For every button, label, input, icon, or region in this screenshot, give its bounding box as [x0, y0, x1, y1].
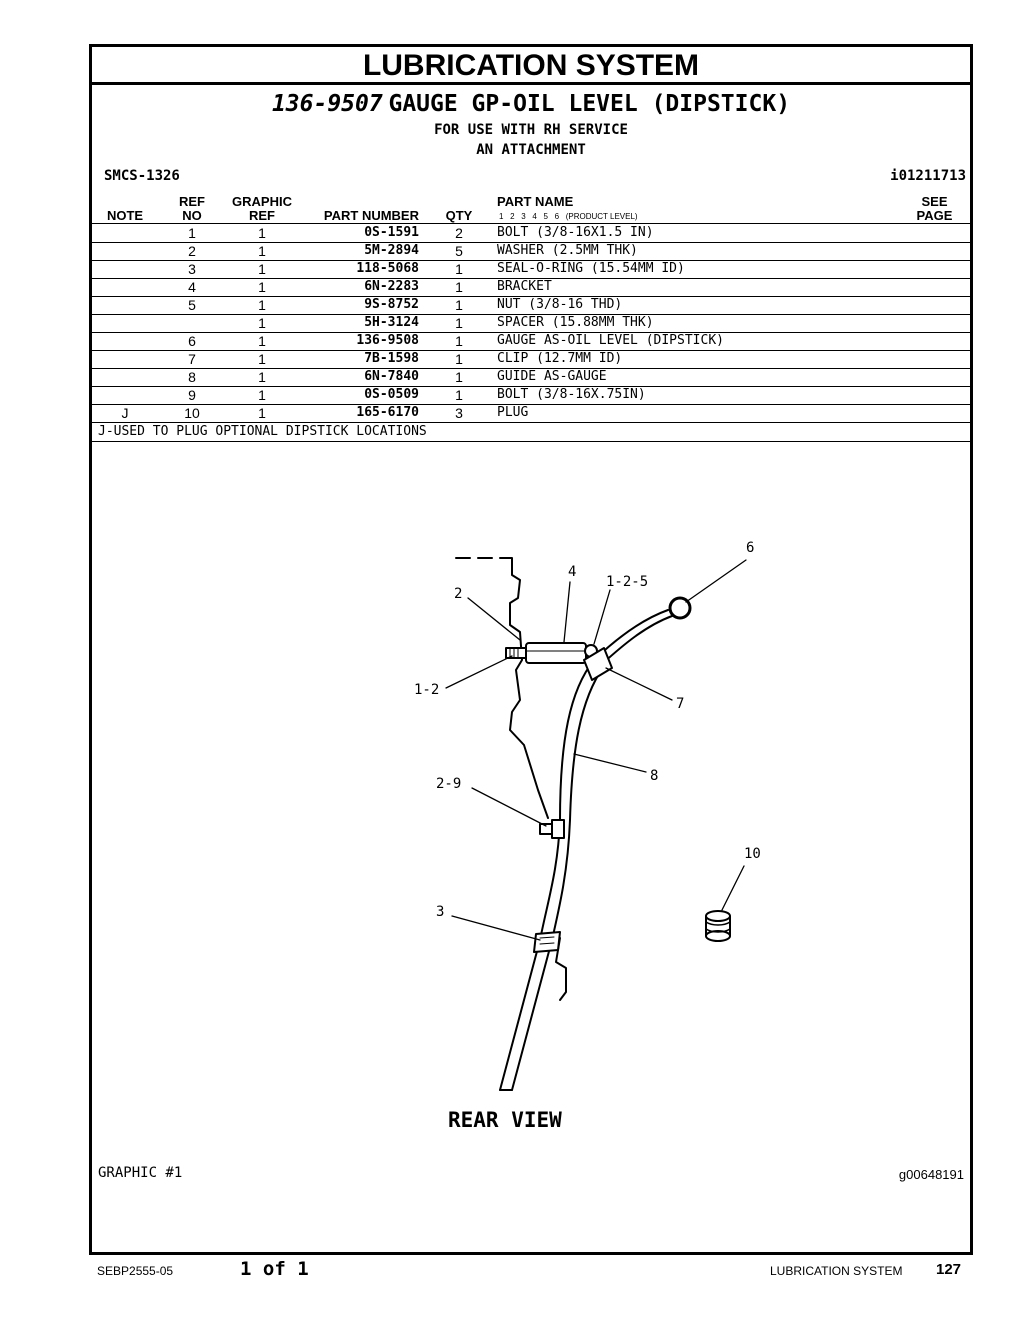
table-row: 8 1 6N-7840 1 GUIDE AS-GAUGE [92, 368, 970, 387]
cell-part-name: BRACKET [497, 279, 552, 294]
table-footnote-row: J-USED TO PLUG OPTIONAL DIPSTICK LOCATIO… [92, 423, 970, 442]
cell-part-name: CLIP (12.7MM ID) [497, 351, 623, 366]
cell-part-number: 118-5068 [356, 261, 419, 276]
cell-graphic-ref: 1 [258, 369, 266, 385]
cell-graphic-ref: 1 [258, 279, 266, 295]
cell-part-number: 165-6170 [356, 405, 419, 420]
cell-ref: 7 [188, 351, 196, 367]
footer-section: LUBRICATION SYSTEM [770, 1264, 903, 1278]
cell-qty: 1 [455, 315, 463, 331]
cell-part-name: GUIDE AS-GAUGE [497, 369, 607, 384]
cell-qty: 1 [455, 333, 463, 349]
table-row: 5 1 9S-8752 1 NUT (3/8-16 THD) [92, 296, 970, 315]
cell-part-name: SEAL-O-RING (15.54MM ID) [497, 261, 685, 276]
header-part-number: PART NUMBER [323, 208, 419, 223]
cell-part-name: NUT (3/8-16 THD) [497, 297, 623, 312]
cell-part-number: 5M-2894 [364, 243, 419, 258]
smcs-code: SMCS-1326 [104, 168, 180, 184]
cell-part-number: 0S-1591 [364, 225, 419, 240]
table-row: 1 5H-3124 1 SPACER (15.88MM THK) [92, 314, 970, 333]
cell-qty: 1 [455, 387, 463, 403]
cell-qty: 2 [455, 225, 463, 241]
cell-qty: 1 [455, 297, 463, 313]
table-header-divider [92, 223, 970, 224]
table-row: 4 1 6N-2283 1 BRACKET [92, 278, 970, 297]
cell-ref: 2 [188, 243, 196, 259]
cell-qty: 3 [455, 405, 463, 421]
table-row: J 10 1 165-6170 3 PLUG [92, 404, 970, 423]
cell-part-number: 136-9508 [356, 333, 419, 348]
cell-ref: 1 [188, 225, 196, 241]
cell-part-number: 9S-8752 [364, 297, 419, 312]
cell-ref: 3 [188, 261, 196, 277]
group-name: GAUGE GP-OIL LEVEL (DIPSTICK) [388, 91, 791, 117]
table-row: 6 1 136-9508 1 GAUGE AS-OIL LEVEL (DIPST… [92, 332, 970, 351]
header-product-level: 1 2 3 4 5 6 (PRODUCT LEVEL) [499, 212, 638, 221]
cell-qty: 1 [455, 279, 463, 295]
page-number: 127 [936, 1261, 962, 1278]
document-id: i01211713 [890, 168, 966, 184]
doc-number: SEBP2555-05 [97, 1264, 174, 1278]
cell-note: J [121, 405, 129, 421]
graphic-label: GRAPHIC #1 [98, 1165, 183, 1181]
cell-graphic-ref: 1 [258, 351, 266, 367]
graphic-id: g00648191 [898, 1167, 964, 1182]
header-see-page-1: SEE [921, 194, 948, 209]
cell-ref: 6 [188, 333, 196, 349]
group-title: 136-9507 GAUGE GP-OIL LEVEL (DIPSTICK) [92, 91, 970, 117]
cell-ref: 10 [184, 405, 200, 421]
cell-ref: 5 [188, 297, 196, 313]
header-see-page-2: PAGE [916, 208, 953, 223]
cell-part-name: BOLT (3/8-16X1.5 IN) [497, 225, 654, 240]
table-row: 2 1 5M-2894 5 WASHER (2.5MM THK) [92, 242, 970, 261]
subtitle-2: AN ATTACHMENT [476, 142, 586, 158]
table-row: 9 1 0S-0509 1 BOLT (3/8-16X.75IN) [92, 386, 970, 405]
cell-graphic-ref: 1 [258, 333, 266, 349]
header-qty: QTY [445, 208, 473, 223]
header-graphic-ref-2: REF [249, 208, 275, 223]
header-ref-2: NO [182, 208, 202, 223]
table-row: 1 1 0S-1591 2 BOLT (3/8-16X1.5 IN) [92, 224, 970, 243]
section-title: LUBRICATION SYSTEM [92, 47, 970, 85]
header-part-name: PART NAME [497, 194, 574, 209]
cell-graphic-ref: 1 [258, 243, 266, 259]
cell-graphic-ref: 1 [258, 261, 266, 277]
cell-part-number: 6N-7840 [364, 369, 419, 384]
header-ref-1: REF [179, 194, 205, 209]
cell-graphic-ref: 1 [258, 225, 266, 241]
subtitle-1: FOR USE WITH RH SERVICE [434, 122, 628, 138]
cell-qty: 1 [455, 369, 463, 385]
cell-part-name: BOLT (3/8-16X.75IN) [497, 387, 646, 402]
group-number: 136-9507 [271, 91, 383, 117]
cell-part-name: PLUG [497, 405, 529, 420]
cell-qty: 1 [455, 261, 463, 277]
cell-graphic-ref: 1 [258, 405, 266, 421]
cell-part-number: 7B-1598 [364, 351, 419, 366]
cell-part-name: SPACER (15.88MM THK) [497, 315, 654, 330]
cell-part-name: WASHER (2.5MM THK) [497, 243, 638, 258]
cell-graphic-ref: 1 [258, 315, 266, 331]
cell-part-name: GAUGE AS-OIL LEVEL (DIPSTICK) [497, 333, 724, 348]
cell-qty: 1 [455, 351, 463, 367]
page-of: 1 of 1 [240, 1258, 309, 1280]
cell-part-number: 6N-2283 [364, 279, 419, 294]
table-row: 3 1 118-5068 1 SEAL-O-RING (15.54MM ID) [92, 260, 970, 279]
cell-graphic-ref: 1 [258, 297, 266, 313]
cell-ref: 8 [188, 369, 196, 385]
cell-ref: 9 [188, 387, 196, 403]
page-frame: LUBRICATION SYSTEM 136-9507 GAUGE GP-OIL… [89, 44, 973, 1255]
cell-qty: 5 [455, 243, 463, 259]
header-graphic-ref-1: GRAPHIC [232, 194, 292, 209]
table-row: 7 1 7B-1598 1 CLIP (12.7MM ID) [92, 350, 970, 369]
table-footnote: J-USED TO PLUG OPTIONAL DIPSTICK LOCATIO… [98, 424, 427, 439]
cell-part-number: 0S-0509 [364, 387, 419, 402]
cell-graphic-ref: 1 [258, 387, 266, 403]
header-note: NOTE [106, 208, 144, 223]
cell-ref: 4 [188, 279, 196, 295]
cell-part-number: 5H-3124 [364, 315, 419, 330]
